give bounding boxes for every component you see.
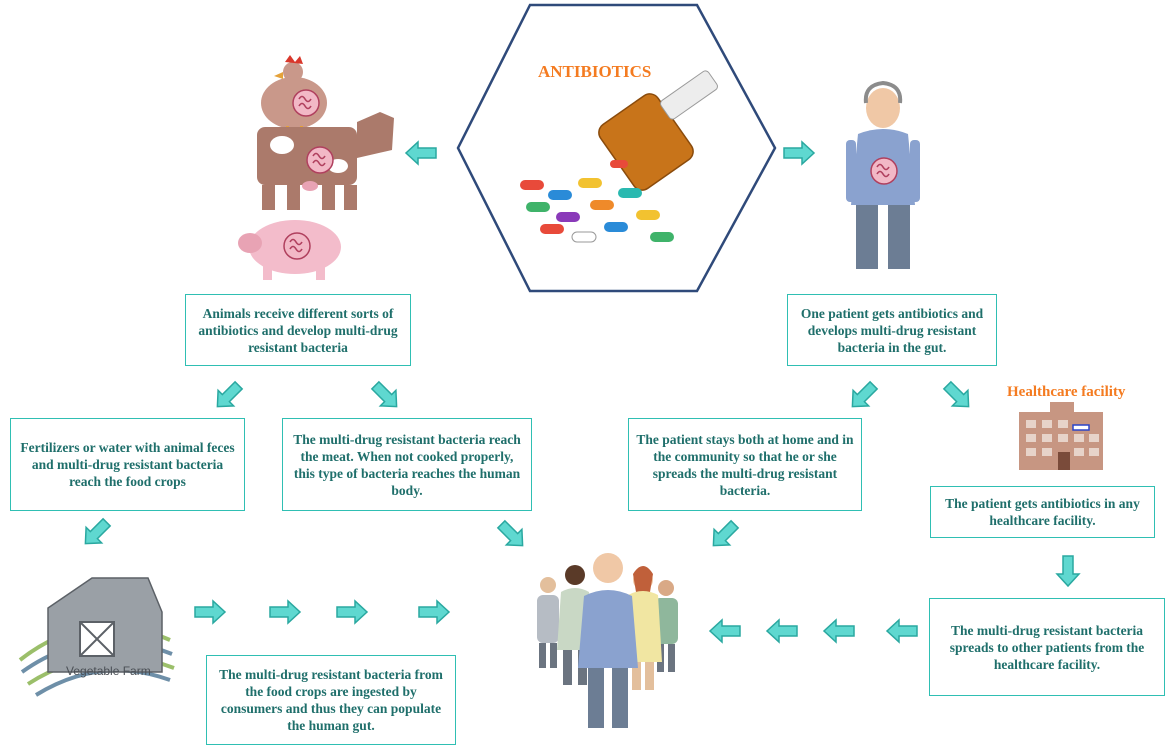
chicken-icon bbox=[261, 55, 327, 136]
farm-icon bbox=[18, 577, 175, 697]
arrow-spread-left-1 bbox=[886, 619, 918, 643]
vegetable-farm-label: Vegetable Farm bbox=[66, 664, 151, 678]
fertilizers-textbox: Fertilizers or water with animal feces a… bbox=[10, 418, 245, 511]
arrow-community-to-people bbox=[704, 515, 744, 555]
meat-textbox: The multi-drug resistant bacteria reach … bbox=[282, 418, 532, 511]
pills-icon bbox=[520, 70, 718, 243]
arrow-farm-right-2 bbox=[269, 600, 301, 624]
arrow-to-patient bbox=[783, 141, 815, 165]
facility-antibiotics-textbox: The patient gets antibiotics in any heal… bbox=[930, 486, 1155, 538]
arrow-facility-down bbox=[1056, 555, 1080, 587]
animals-textbox: Animals receive different sorts of antib… bbox=[185, 294, 411, 366]
arrow-spread-left-2 bbox=[823, 619, 855, 643]
arrow-farm-right-3 bbox=[336, 600, 368, 624]
arrow-farm-right-4 bbox=[418, 600, 450, 624]
pig-icon bbox=[238, 220, 341, 280]
people-group-icon bbox=[537, 553, 678, 728]
cow-icon bbox=[257, 112, 394, 210]
arrow-animals-to-meat bbox=[366, 376, 406, 416]
arrow-spread-left-4 bbox=[709, 619, 741, 643]
patient-icon bbox=[846, 80, 920, 269]
arrow-farm-right-1 bbox=[194, 600, 226, 624]
arrow-fertilizers-to-farm bbox=[76, 513, 116, 553]
crops-textbox: The multi-drug resistant bacteria from t… bbox=[206, 655, 456, 745]
arrow-spread-left-3 bbox=[766, 619, 798, 643]
spread-textbox: The multi-drug resistant bacteria spread… bbox=[929, 598, 1165, 696]
community-textbox: The patient stays both at home and in th… bbox=[628, 418, 862, 511]
arrow-patient-to-facility bbox=[938, 376, 978, 416]
arrow-to-animals bbox=[405, 141, 437, 165]
arrow-meat-to-people bbox=[492, 515, 532, 555]
hospital-icon bbox=[1019, 402, 1103, 470]
arrow-patient-to-community bbox=[843, 376, 883, 416]
arrow-animals-to-fertilizers bbox=[208, 376, 248, 416]
antibiotics-title: ANTIBIOTICS bbox=[538, 62, 652, 81]
patient-textbox: One patient gets antibiotics and develop… bbox=[787, 294, 997, 366]
healthcare-facility-title: Healthcare facility bbox=[1007, 384, 1126, 400]
